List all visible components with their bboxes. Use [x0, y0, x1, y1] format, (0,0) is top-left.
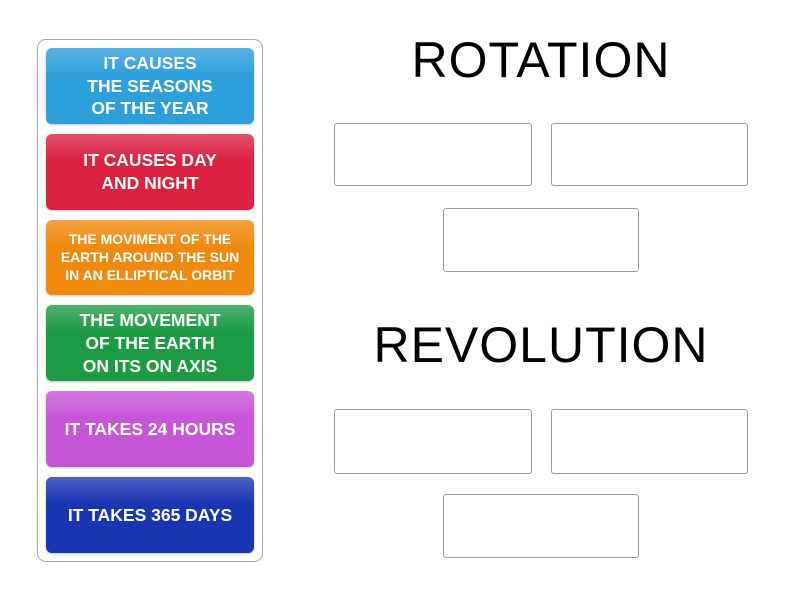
drop-slot-revolution-2[interactable] [551, 409, 748, 474]
draggable-card-causes-seasons[interactable]: IT CAUSES THE SEASONS OF THE YEAR [46, 48, 254, 124]
group-title-revolution: REVOLUTION [373, 317, 709, 373]
draggable-card-takes-365-days[interactable]: IT TAKES 365 DAYS [46, 477, 254, 553]
draggable-card-takes-24-hours[interactable]: IT TAKES 24 HOURS [46, 391, 254, 468]
card-line: IN AN ELLIPTICAL ORBIT [65, 266, 235, 283]
drop-slot-revolution-1[interactable] [334, 409, 532, 474]
card-line: EARTH AROUND THE SUN [60, 248, 240, 265]
draggable-card-causes-day-night[interactable]: IT CAUSES DAY AND NIGHT [46, 133, 254, 210]
card-line: OF THE YEAR [91, 98, 209, 119]
card-line: IT TAKES 24 HOURS [64, 418, 236, 439]
card-line: AND NIGHT [101, 172, 199, 193]
card-line: THE MOVEMENT [79, 310, 221, 331]
card-line: IT CAUSES [103, 52, 197, 73]
card-line: IT TAKES 365 DAYS [67, 504, 233, 525]
group-title-rotation: ROTATION [411, 32, 671, 88]
card-line: OF THE EARTH [85, 333, 215, 354]
drop-slot-rotation-3[interactable] [443, 208, 639, 272]
card-line: THE SEASONS [87, 75, 213, 96]
draggable-card-on-its-axis[interactable]: THE MOVEMENT OF THE EARTH ON ITS ON AXIS [46, 305, 254, 382]
drop-slot-revolution-3[interactable] [443, 494, 639, 558]
answer-card-tray: IT CAUSES THE SEASONS OF THE YEAR IT CAU… [37, 39, 263, 562]
card-line: THE MOVIMENT OF THE [68, 230, 232, 247]
drop-slot-rotation-2[interactable] [551, 123, 748, 186]
sort-board: ROTATION REVOLUTION [334, 0, 748, 600]
card-line: IT CAUSES DAY [83, 149, 217, 170]
draggable-card-elliptical-orbit[interactable]: THE MOVIMENT OF THE EARTH AROUND THE SUN… [46, 219, 254, 296]
card-line: ON ITS ON AXIS [82, 355, 218, 376]
drop-slot-rotation-1[interactable] [334, 123, 532, 186]
